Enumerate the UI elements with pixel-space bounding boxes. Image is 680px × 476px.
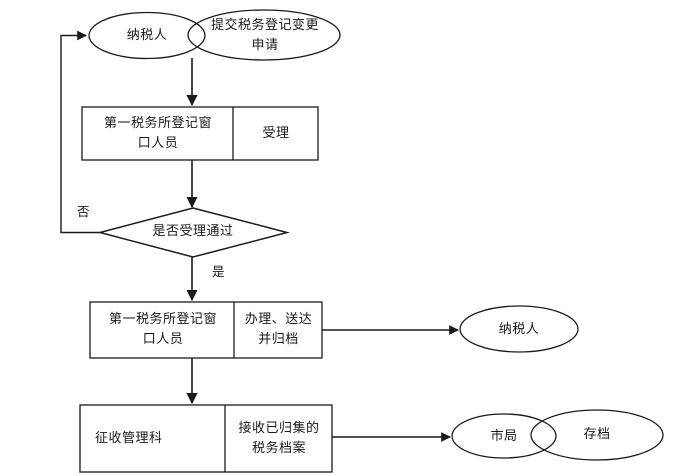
node-shape-taxpayer-start: [88, 11, 206, 60]
node-taxpayer-start[interactable]: [89, 13, 205, 59]
node-shape-taxpayer-end: [459, 305, 579, 353]
node-receive-archive[interactable]: [225, 405, 332, 472]
node-archive[interactable]: [545, 410, 663, 460]
node-shape-city-bureau: [451, 413, 557, 459]
node-shape-decision: [97, 207, 290, 258]
node-submit-application[interactable]: [206, 10, 340, 60]
node-accept-role[interactable]: [82, 107, 233, 160]
edge-label-yes: 是: [212, 264, 225, 279]
node-process-action[interactable]: [234, 302, 322, 358]
edge-label-no: 否: [77, 204, 90, 219]
node-shape-accept-box: [81, 106, 319, 161]
node-decision[interactable]: [130, 215, 256, 250]
node-shape-submit-application: [187, 9, 341, 61]
node-accept-action[interactable]: [233, 107, 318, 160]
edge-decision-no-loop: [60, 30, 100, 234]
node-taxpayer-end[interactable]: [460, 306, 578, 352]
node-collection-dept[interactable]: [80, 405, 225, 472]
node-shape-archive: [530, 409, 664, 461]
node-process-role[interactable]: [90, 302, 234, 358]
node-city-bureau[interactable]: [452, 414, 544, 458]
node-shape-collection-box: [79, 404, 333, 473]
